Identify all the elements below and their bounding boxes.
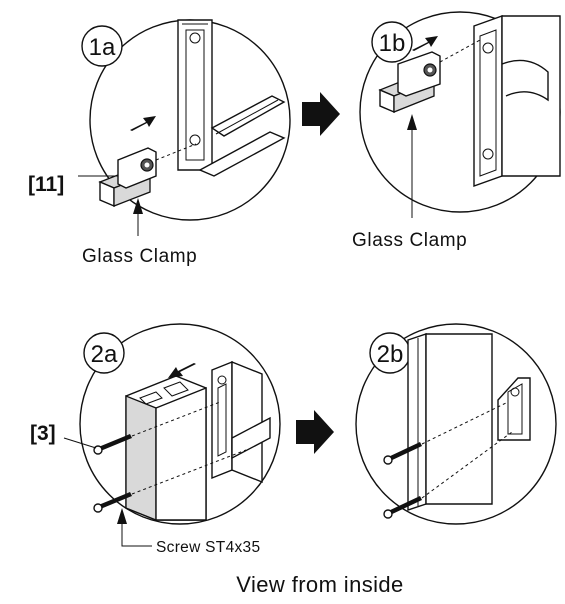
step-badge: 2b [369,332,411,374]
step-badge: 1a [81,25,123,67]
screw [383,496,422,519]
panel-1a: 1a [11] Glass Clamp [28,19,291,267]
panel-2a: 2a [3] Screw ST4x35 [30,323,281,556]
panel-2b: 2b [355,323,557,525]
direction-arrow-icon [168,363,196,378]
detail-circle [79,323,281,525]
aluminium-profile [177,19,286,177]
step-number: 2a [91,341,118,368]
part-callout: [11] [28,173,64,196]
view-caption: View from inside [236,572,403,597]
right-arrow-icon [302,92,340,136]
glass-clamp [98,147,157,208]
panel-1b: 1b Glass Clamp [352,11,561,251]
part-label: Glass Clamp [82,246,197,267]
screw [383,442,422,465]
direction-arrow-icon [412,36,438,51]
glass-panel [407,333,493,511]
part-label: Screw ST4x35 [156,539,260,556]
step-badge: 1b [371,21,413,63]
detail-circle [355,323,557,525]
part-callout: [3] [30,422,56,445]
step-number: 1b [379,30,406,57]
aluminium-profile [473,15,561,187]
direction-arrow-icon [130,116,156,131]
right-arrow-icon [296,410,334,454]
part-label: Glass Clamp [352,230,467,251]
screw [93,492,132,513]
step-badge: 2a [83,332,125,374]
step-number: 2b [377,341,404,368]
glass-clamp [378,51,441,114]
step-number: 1a [89,34,116,61]
wall-profile [497,377,531,441]
